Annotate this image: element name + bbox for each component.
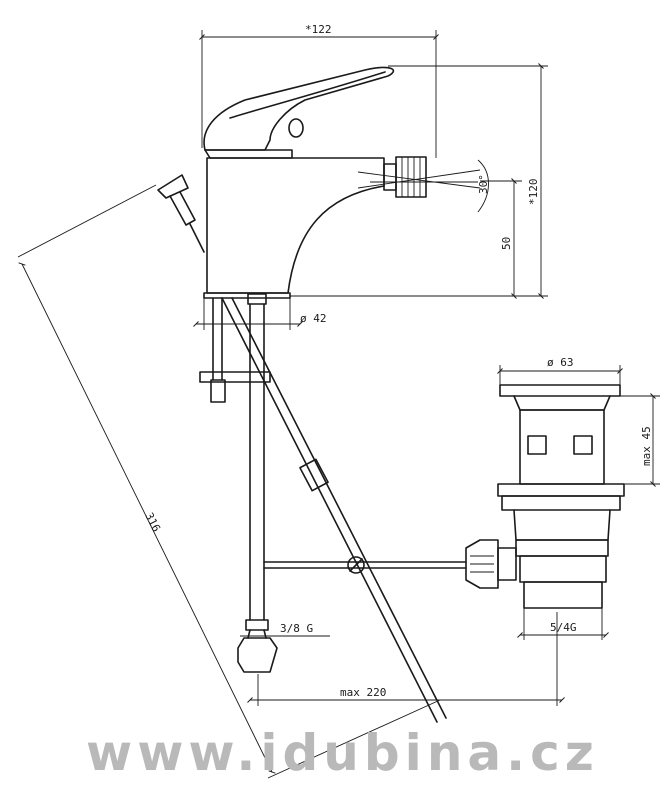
dim-base-diameter: ø 42 bbox=[300, 312, 327, 325]
hose-nut bbox=[237, 637, 278, 673]
dim-height-spout: 50 bbox=[500, 237, 513, 250]
dim-drain-max-height: max 45 bbox=[640, 426, 653, 466]
lever-handle bbox=[203, 66, 395, 151]
dim-max-reach: max 220 bbox=[340, 686, 386, 699]
dim-width-top: *122 bbox=[305, 23, 332, 36]
dimension-lines bbox=[17, 30, 660, 779]
drain-assembly bbox=[465, 384, 625, 609]
popup-knob bbox=[157, 174, 205, 253]
faucet-body bbox=[203, 66, 481, 299]
dim-drain-thread: 5/4G bbox=[550, 621, 577, 634]
dim-thread-hose: 3/8 G bbox=[280, 622, 313, 635]
dim-height-total: *120 bbox=[527, 179, 540, 206]
rod-clamp bbox=[347, 556, 365, 574]
dim-angle: 30° bbox=[477, 174, 490, 194]
handle-screw bbox=[288, 118, 304, 138]
dim-drain-diameter: ø 63 bbox=[547, 356, 574, 369]
mounting-assembly bbox=[199, 293, 278, 673]
pull-rod bbox=[221, 297, 467, 723]
watermark: www.idubina.cz bbox=[86, 724, 599, 782]
dim-diagonal: 316 bbox=[142, 510, 163, 534]
faucet-main-body bbox=[206, 157, 385, 294]
